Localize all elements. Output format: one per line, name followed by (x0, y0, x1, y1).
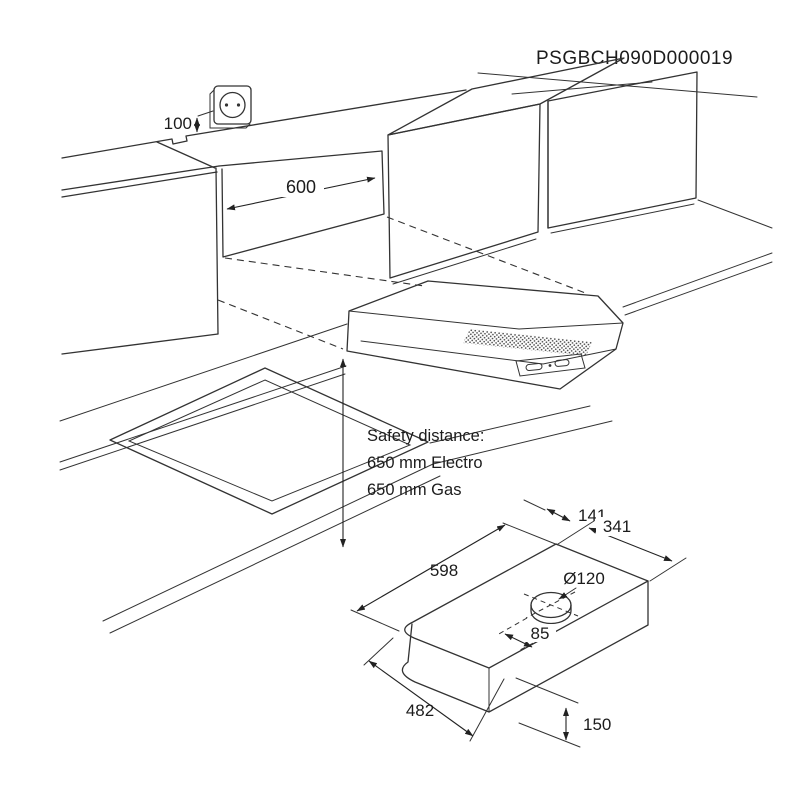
projection-line-1 (224, 257, 425, 287)
right-cabinet2-bottom2 (550, 203, 695, 234)
wall-line-topright2 (511, 81, 653, 95)
dim-482-arrow (368, 660, 474, 737)
left-cabinet-right-edge (215, 167, 219, 335)
dim-depth: 341 (557, 517, 687, 582)
dim-150-label: 150 (583, 715, 611, 734)
hood-ridge (348, 310, 624, 330)
socket-pin-left (224, 103, 229, 107)
hood-detail-view: Ø120 85 141 341 598 (350, 499, 687, 748)
hood-outline (346, 280, 624, 390)
worktop-back-right1 (622, 252, 773, 308)
installation-view: 100 600 (59, 57, 773, 634)
dim-safety-distance: Safety distance: 650 mm Electro 650 mm G… (340, 358, 484, 548)
left-cabinet-bottom (61, 333, 219, 355)
right-cabinet1-bottom2 (392, 238, 537, 285)
hood-indicator-dot (548, 364, 552, 367)
dim-dia-label: Ø120 (563, 569, 605, 588)
outlet-centerline-2 (523, 593, 579, 617)
socket-plate (213, 85, 252, 125)
dim-598-arrow (356, 524, 506, 612)
hob (109, 367, 429, 515)
dim-outlet-center: 85 (496, 617, 556, 652)
dim-598-ext1 (502, 522, 559, 546)
dim-598-label: 598 (430, 561, 458, 580)
dim-150-ext2 (518, 722, 581, 748)
dim-482-ext2 (469, 678, 505, 742)
socket-leader-line (197, 110, 214, 117)
dim-341-ext1 (557, 520, 595, 545)
dim-598-ext2 (350, 609, 400, 632)
dia-leader-line (558, 587, 577, 600)
worktop (59, 252, 773, 634)
worktop-edge-right (429, 405, 591, 444)
safety-distance-title: Safety distance: (367, 427, 484, 445)
dim-niche-width: 600 (226, 176, 376, 211)
power-socket-icon (197, 85, 252, 129)
dim-85-arrow (504, 633, 533, 648)
socket-pin-right (236, 103, 241, 107)
projection-line-2 (217, 299, 344, 350)
dim-341-ext2 (649, 557, 687, 582)
hood-control-panel (515, 353, 586, 377)
worktop-back-right2 (624, 261, 773, 316)
dim-341-halo (596, 517, 638, 536)
dim-600-halo (278, 176, 324, 197)
side-panel-edge (697, 199, 773, 229)
dim-front-width: 482 (363, 637, 505, 742)
dim-85-halo (524, 624, 556, 642)
hob-inner (127, 379, 412, 502)
left-cabinet-front-top2 (61, 171, 218, 198)
dim-482-ext1 (363, 637, 394, 666)
safety-distance-electric: 650 mm Electro (367, 454, 483, 472)
drawing-code: PSGBCH090D000019 (536, 48, 733, 69)
dim-100-label: 100 (164, 114, 192, 133)
hood-grille (463, 329, 592, 356)
worktop-front-edge2 (109, 475, 441, 634)
wall-cabinets (61, 57, 773, 355)
detail-top-face (404, 543, 649, 669)
dim-482-label: 482 (406, 701, 434, 720)
projection-line-3 (386, 216, 589, 295)
dim-width: 598 (350, 522, 559, 632)
dim-85-ext1 (496, 617, 528, 636)
left-cabinet-top-edge (156, 141, 216, 169)
hood-button-left (525, 362, 543, 372)
left-cabinet-front-top (61, 165, 220, 191)
dim-85-label: 85 (531, 624, 550, 643)
dim-600-label: 600 (286, 177, 316, 197)
hood-band-top (360, 340, 617, 365)
dim-outlet-diameter: Ø120 (558, 569, 605, 600)
dim-85-ext2 (517, 634, 550, 652)
safety-distance-gas: 650 mm Gas (367, 481, 461, 499)
dim-141-ext (523, 499, 546, 511)
socket-well (219, 91, 246, 119)
dim-341-label: 341 (603, 517, 631, 536)
dim-height: 150 (515, 677, 611, 748)
worktop-back-edge1 (59, 365, 347, 463)
dim-141-arrow (546, 508, 571, 522)
niche-back-panel (218, 150, 385, 258)
worktop-back-edge2 (59, 373, 346, 471)
hob-outer (109, 367, 429, 515)
wall-top-line (61, 89, 467, 159)
cooker-hood (346, 280, 624, 390)
wall-base-line (59, 323, 348, 422)
right-cabinet1-front (387, 103, 541, 279)
right-cabinet2-front (547, 71, 698, 229)
socket-plate-depth (209, 89, 251, 129)
dim-150-ext1 (515, 677, 579, 704)
hood-button-right (554, 359, 570, 367)
worktop-front-edge1 (102, 420, 613, 622)
dim-socket-height: 100 (164, 114, 200, 133)
projection-lines (217, 216, 589, 350)
